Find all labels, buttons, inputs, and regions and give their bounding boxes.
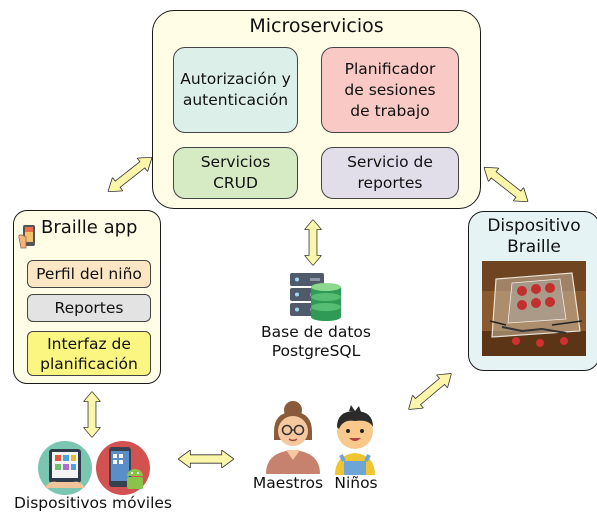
module-planning-interface-label: Interfaz de planificación	[40, 335, 138, 373]
module-child-profile: Perfil del niño	[27, 260, 151, 288]
arrow-microservices-device	[479, 161, 534, 209]
arrow-mobile-users	[178, 450, 234, 468]
arrow-users-device	[403, 367, 457, 416]
children-label: Niños	[334, 474, 378, 492]
microservices-title: Microservicios	[249, 15, 384, 37]
arrow-app-mobile	[84, 392, 101, 438]
service-session-planner: Planificador de sesiones de trabajo	[321, 47, 459, 133]
service-crud-label: Servicios CRUD	[200, 153, 271, 192]
tablet-icon	[38, 441, 92, 495]
arrow-app-microservices	[103, 151, 158, 199]
braille-app-title: Braille app	[41, 217, 138, 238]
service-session-planner-label: Planificador de sesiones de trabajo	[344, 59, 436, 120]
service-auth-label: Autorización y autenticación	[180, 70, 291, 109]
module-reports: Reportes	[27, 294, 151, 322]
mobile-devices-label: Dispositivos móviles	[13, 494, 173, 512]
teachers-label: Maestros	[252, 474, 324, 492]
braille-app-icon	[18, 225, 35, 249]
child-icon	[335, 405, 375, 475]
service-reports: Servicio de reportes	[321, 147, 459, 199]
arrow-microservices-database	[305, 220, 322, 266]
braille-device-photo	[482, 261, 586, 356]
module-reports-label: Reportes	[54, 299, 124, 317]
database-label: Base de datos PostgreSQL	[261, 323, 371, 360]
teacher-icon	[266, 401, 320, 474]
braille-device-title: Dispositivo Braille	[487, 216, 581, 257]
module-child-profile-label: Perfil del niño	[36, 265, 142, 283]
android-phone-icon	[96, 441, 150, 495]
module-planning-interface: Interfaz de planificación	[27, 331, 151, 376]
service-crud: Servicios CRUD	[173, 147, 298, 199]
database-icon	[290, 273, 341, 321]
service-reports-label: Servicio de reportes	[347, 153, 433, 192]
service-auth: Autorización y autenticación	[173, 47, 298, 133]
